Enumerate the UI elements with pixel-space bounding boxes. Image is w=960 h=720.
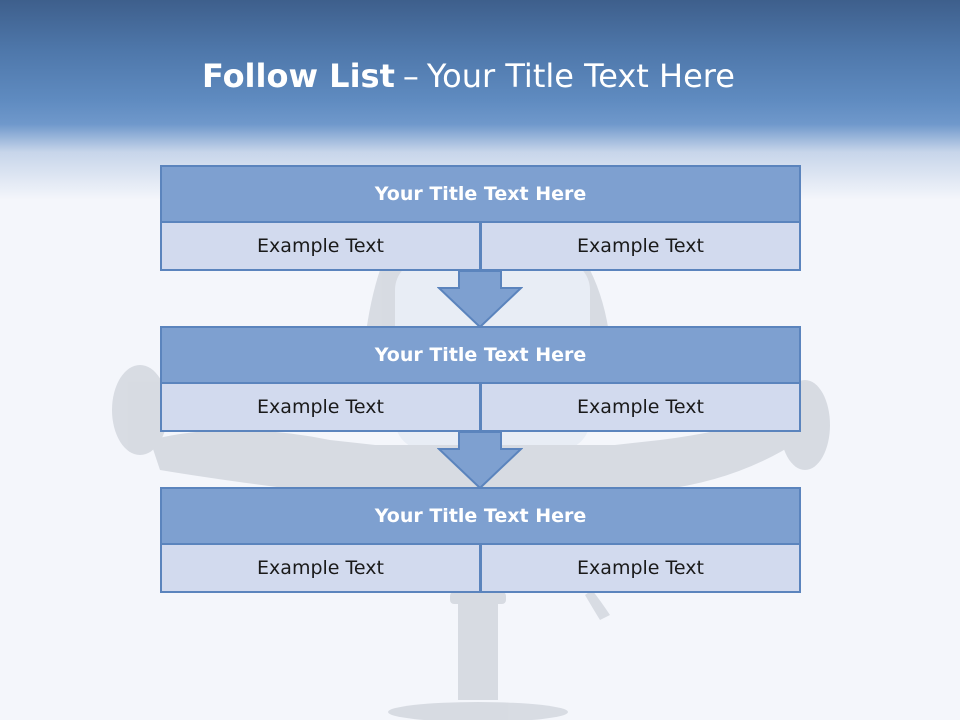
down-arrow-icon xyxy=(437,431,523,489)
title-bold: Follow List xyxy=(202,57,395,95)
block-heading: Your Title Text Here xyxy=(160,326,801,384)
block-cell-left: Example Text xyxy=(160,543,481,593)
block-cell-right: Example Text xyxy=(480,543,801,593)
block-cell-left: Example Text xyxy=(160,382,481,432)
block-heading: Your Title Text Here xyxy=(160,165,801,223)
list-block-2: Your Title Text Here Example Text Exampl… xyxy=(160,326,801,432)
block-heading: Your Title Text Here xyxy=(160,487,801,545)
title-rest: Your Title Text Here xyxy=(426,57,735,95)
list-block-3: Your Title Text Here Example Text Exampl… xyxy=(160,487,801,593)
block-cell-right: Example Text xyxy=(480,382,801,432)
down-arrow-icon xyxy=(437,270,523,328)
block-cell-right: Example Text xyxy=(480,221,801,271)
list-block-1: Your Title Text Here Example Text Exampl… xyxy=(160,165,801,271)
block-cell-left: Example Text xyxy=(160,221,481,271)
slide-title: Follow List–Your Title Text Here xyxy=(202,54,735,98)
title-separator: – xyxy=(402,57,419,95)
